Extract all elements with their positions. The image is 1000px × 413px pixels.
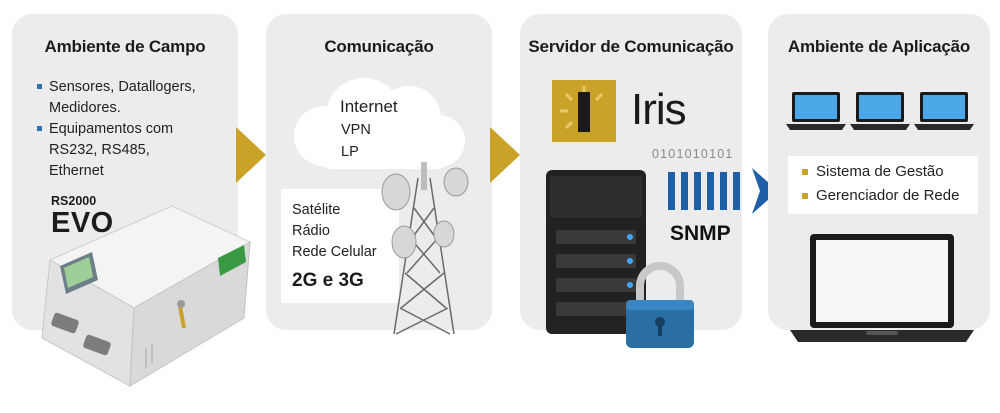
cloud-internet: Internet: [340, 97, 398, 116]
cloud-vpn: VPN: [341, 122, 371, 138]
link-types-box: Satélite Rádio Rede Celular 2G e 3G: [281, 189, 399, 303]
panel-title-field: Ambiente de Campo: [44, 37, 206, 56]
device-icon: [41, 205, 252, 387]
field-device-list: Sensores, Datallogers, Medidores. Equipa…: [37, 77, 196, 182]
application-list: Sistema de Gestão Gerenciador de Rede: [788, 156, 978, 214]
iris-logo-icon: [552, 80, 616, 142]
protocol-label: SNMP: [670, 222, 731, 245]
list-item: Ethernet: [49, 163, 104, 179]
list-item: Gerenciador de Rede: [802, 184, 978, 208]
link-cellular: Rede Celular: [292, 244, 377, 260]
model-prefix: RS2000: [51, 194, 97, 208]
panel-title-communication: Comunicação: [324, 37, 434, 56]
laptop-icon: [786, 92, 846, 130]
list-item: Sistema de Gestão: [802, 160, 978, 184]
binary-stream: 0101010101: [652, 147, 734, 161]
model-name: EVO: [51, 207, 114, 239]
panel-title-application: Ambiente de Aplicação: [787, 37, 971, 56]
list-item: RS232, RS485,: [49, 142, 150, 158]
tower-icon: [381, 162, 469, 335]
lock-icon: [626, 262, 694, 348]
list-item: Sensores, Datallogers,: [37, 77, 196, 98]
snmp-arrow-icon: [668, 168, 778, 214]
panel-title-server: Servidor de Comunicação: [528, 37, 734, 56]
link-generations: 2G e 3G: [292, 270, 364, 291]
laptop-icon: [914, 92, 974, 130]
server-icon: [546, 170, 646, 334]
cloud-icon: [294, 78, 465, 169]
list-item: Equipamentos com: [37, 119, 196, 140]
cloud-lp: LP: [341, 144, 359, 160]
link-satellite: Satélite: [292, 202, 341, 218]
flow-arrow-icon: [490, 127, 520, 183]
flow-arrow-icon: [236, 127, 266, 183]
iris-logo-text: Iris: [631, 85, 687, 134]
list-item: Medidores.: [49, 100, 121, 116]
link-radio: Rádio: [292, 223, 330, 239]
laptop-icon: [790, 234, 974, 342]
laptop-icon: [850, 92, 910, 130]
